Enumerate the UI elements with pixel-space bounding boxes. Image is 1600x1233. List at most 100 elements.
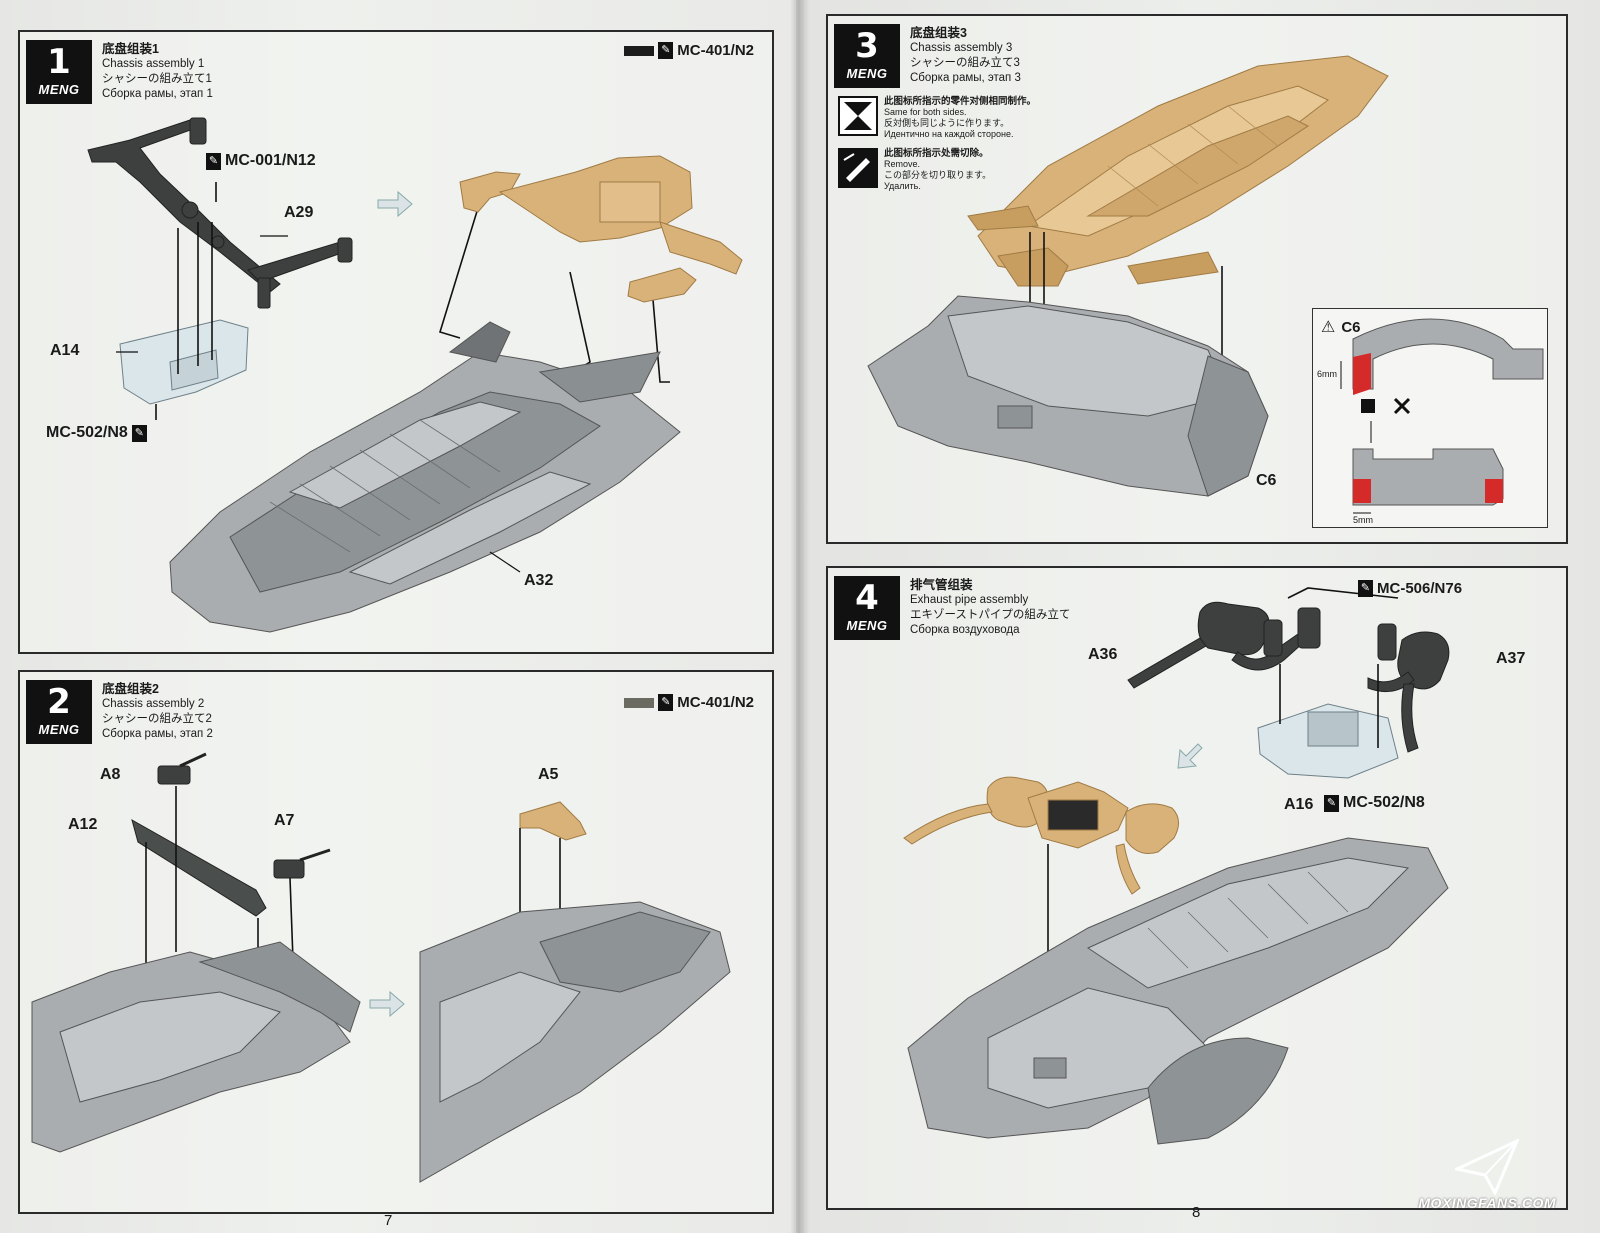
title-ru: Сборка воздуховода (910, 624, 1020, 636)
part-a29 (87, 117, 353, 309)
paint-swatch (624, 697, 655, 708)
title-en: Chassis assembly 2 (102, 698, 205, 710)
step-2-illustration (31, 752, 731, 1183)
title-ja: シャシーの組み立て1 (102, 73, 212, 85)
brand-logo: MENG (846, 66, 888, 81)
title-ja: シャシーの組み立て2 (102, 713, 212, 725)
chassis-ribs (1147, 871, 1349, 969)
page-number-right: 8 (1192, 1204, 1201, 1221)
cut-off-icon (838, 148, 878, 188)
part-tan-subassembly (459, 155, 743, 303)
step-3-panel: 3 MENG 底盘组装3 Chassis assembly 3 シャシーの組み立… (826, 14, 1568, 544)
title-ru: Сборка рамы, этап 3 (910, 72, 1021, 84)
callout-a37: A37 (1496, 650, 1526, 667)
paint-reference: ✎ MC-506/N76 (1358, 580, 1462, 597)
paint-swatch (624, 45, 655, 56)
small-parts (131, 752, 331, 917)
step-2-title: 底盘组装2 Chassis assembly 2 シャシーの組み立て2 Сбор… (102, 682, 213, 742)
step-2-badge: 2 MENG (26, 680, 92, 744)
step-2-panel: 2 MENG 底盘组装2 Chassis assembly 2 シャシーの組み立… (18, 670, 774, 1214)
callout-a8: A8 (100, 766, 121, 783)
chassis-body (169, 321, 681, 633)
callout-a29: A29 (284, 204, 314, 221)
callout-a32: A32 (524, 572, 554, 589)
step-1-badge: 1 MENG (26, 40, 92, 104)
callout-mc-502: ✎ MC-502/N8 (1324, 794, 1425, 812)
step-number: 4 (855, 578, 879, 618)
tan-floor-pan (967, 55, 1389, 287)
part-a5 (519, 801, 587, 841)
dim-width: 5mm (1353, 515, 1373, 525)
brand-logo: MENG (846, 618, 888, 633)
page-gutter (790, 0, 810, 1233)
paint-code: MC-506/N76 (1377, 580, 1463, 597)
step-3-badge: 3 MENG (834, 24, 900, 88)
step-1-illustration (87, 117, 743, 633)
paintbrush-icon: ✎ (658, 694, 674, 711)
callout-a7: A7 (274, 812, 295, 829)
chassis-tub (867, 295, 1269, 497)
title-zh: 底盘组装1 (102, 42, 159, 56)
title-ru: Сборка рамы, этап 2 (102, 728, 213, 740)
title-zh: 排气管组装 (910, 578, 973, 592)
step-number: 3 (855, 26, 879, 66)
detail-drawing (1340, 318, 1544, 514)
arrow-right-icon (369, 990, 405, 1018)
detail-inset: ⚠ C6 6mm 5mm (1312, 308, 1548, 528)
callout-a14: A14 (50, 342, 80, 359)
step-1-panel: 1 MENG 底盘组装1 Chassis assembly 1 シャシーの組み立… (18, 30, 774, 654)
callout-mc-502: MC-502/N8 ✎ (46, 424, 147, 442)
callout-a5: A5 (538, 766, 559, 783)
paintbrush-icon: ✎ (1358, 580, 1373, 597)
step-4-badge: 4 MENG (834, 576, 900, 640)
paintbrush-icon: ✎ (131, 424, 147, 442)
step-4-illustration (903, 587, 1450, 1145)
both-sides-icon (838, 96, 878, 136)
callout-a36: A36 (1088, 646, 1118, 663)
warning-icon: ⚠ (1321, 319, 1336, 336)
title-en: Chassis assembly 1 (102, 58, 205, 70)
legend-row-cut-off: 此图标所指示处需切除。 Remove. この部分を切り取ります。 Удалить… (838, 148, 1058, 192)
tan-ribs (1107, 105, 1279, 207)
step-4-title: 排气管组装 Exhaust pipe assembly エキゾーストパイプの組み… (910, 578, 1070, 638)
arrow-down-left-icon (1177, 743, 1203, 769)
paintbrush-icon: ✎ (658, 42, 674, 59)
title-ja: エキゾーストパイプの組み立て (910, 609, 1071, 621)
title-en: Exhaust pipe assembly (910, 594, 1029, 606)
chassis-ribs (269, 419, 501, 553)
chassis-left (31, 941, 361, 1153)
assembly-arrows (155, 182, 670, 420)
dim-height: 6mm (1317, 369, 1337, 379)
callout-a12: A12 (68, 816, 98, 833)
exhaust-assembly-tan (903, 776, 1179, 895)
step-number: 2 (47, 682, 71, 722)
callout-mc-001: ✎ MC-001/N12 (206, 152, 316, 170)
title-en: Chassis assembly 3 (910, 42, 1013, 54)
part-a14 (119, 319, 249, 405)
callout-c6: C6 (1256, 472, 1277, 489)
icon-legend: 此图标所指示的零件对侧相同制作。 Same for both sides. 反対… (838, 96, 1058, 200)
exhaust-pipes-dark (1127, 601, 1450, 753)
chassis-right (419, 901, 731, 1183)
paint-reference: ✎ MC-401/N2 (624, 42, 754, 59)
page-number-left: 7 (384, 1212, 393, 1229)
title-zh: 底盘组装2 (102, 682, 159, 696)
watermark: MOXINGFANS.COM (1418, 1139, 1556, 1211)
paintbrush-icon: ✎ (1324, 794, 1339, 812)
paint-reference: ✎ MC-401/N2 (624, 694, 754, 711)
paper-plane-icon (1455, 1139, 1520, 1195)
part-a16 (1257, 703, 1399, 779)
paintbrush-icon: ✎ (206, 152, 221, 170)
step-number: 1 (47, 42, 71, 82)
title-zh: 底盘组装3 (910, 26, 967, 40)
title-ru: Сборка рамы, этап 1 (102, 88, 213, 100)
title-ja: シャシーの組み立て3 (910, 57, 1020, 69)
callout-a16: A16 (1284, 796, 1314, 813)
step-4-panel: 4 MENG 排气管组装 Exhaust pipe assembly エキゾース… (826, 566, 1568, 1210)
chassis-complete (907, 837, 1449, 1145)
step-3-illustration (867, 55, 1389, 497)
step-1-title: 底盘组装1 Chassis assembly 1 シャシーの組み立て1 Сбор… (102, 42, 213, 102)
step-3-title: 底盘组装3 Chassis assembly 3 シャシーの組み立て3 Сбор… (910, 26, 1021, 86)
detail-header: ⚠ C6 (1321, 318, 1361, 337)
paint-code: MC-401/N2 (677, 694, 754, 711)
